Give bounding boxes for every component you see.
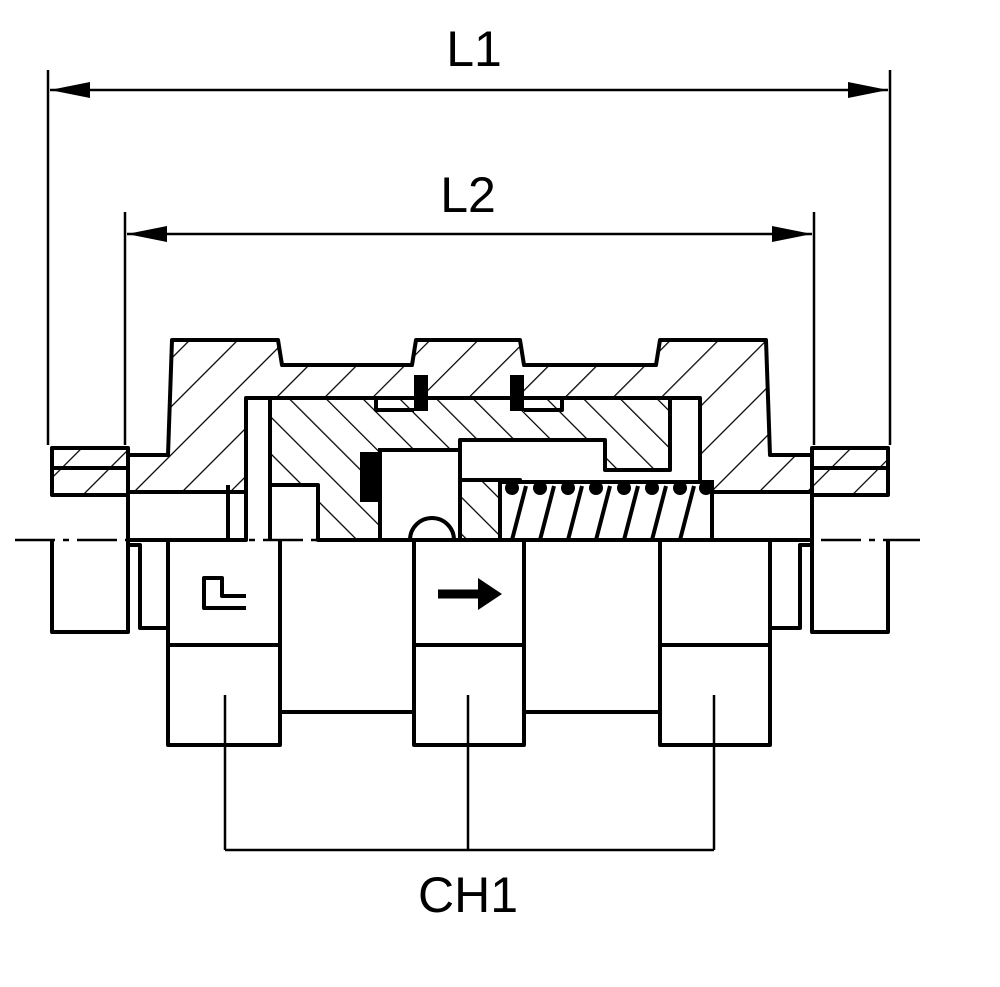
- dimension-label-l2: L2: [440, 167, 496, 223]
- spring-coil-section: [505, 481, 519, 495]
- check-ball: [407, 516, 457, 542]
- logo-mark-icon: [202, 576, 246, 610]
- o-ring-seal-right: [510, 375, 524, 411]
- poppet-seal: [360, 452, 378, 502]
- spring-coil-section: [645, 481, 659, 495]
- left-thread-end-section: [50, 446, 130, 497]
- seal-groove: [524, 398, 564, 412]
- arrowhead-left: [50, 82, 90, 98]
- valve-body-section: [126, 338, 814, 494]
- right-thread-end: [810, 540, 890, 634]
- spring-coil-section: [617, 481, 631, 495]
- external-view-lower-half: [50, 540, 890, 747]
- dimension-ch1: CH1: [223, 695, 716, 923]
- spring: [505, 481, 713, 541]
- spring-coil-lines: [510, 485, 696, 541]
- seal-groove: [374, 398, 414, 412]
- left-neck: [128, 543, 168, 630]
- spring-coil-section: [589, 481, 603, 495]
- arrowhead-left: [127, 226, 167, 242]
- dimension-l2: L2: [123, 167, 816, 445]
- spring-coil-section: [699, 481, 713, 495]
- dimension-label-l1: L1: [446, 21, 502, 77]
- arrowhead-right: [848, 82, 888, 98]
- o-ring-seal-left: [414, 375, 428, 411]
- arrow-right-icon: [438, 578, 502, 610]
- dimension-l1: L1: [46, 21, 892, 445]
- spring-coil-section: [533, 481, 547, 495]
- dimension-label-ch1: CH1: [418, 867, 518, 923]
- left-bore: [126, 490, 248, 542]
- right-thread-end-section: [810, 446, 890, 497]
- section-view-upper-half: [50, 338, 890, 542]
- spring-coil-section: [673, 481, 687, 495]
- left-thread-end: [50, 540, 130, 634]
- arrowhead-right: [772, 226, 812, 242]
- spring-coil-section: [561, 481, 575, 495]
- right-bore: [698, 490, 814, 542]
- right-neck: [770, 543, 812, 630]
